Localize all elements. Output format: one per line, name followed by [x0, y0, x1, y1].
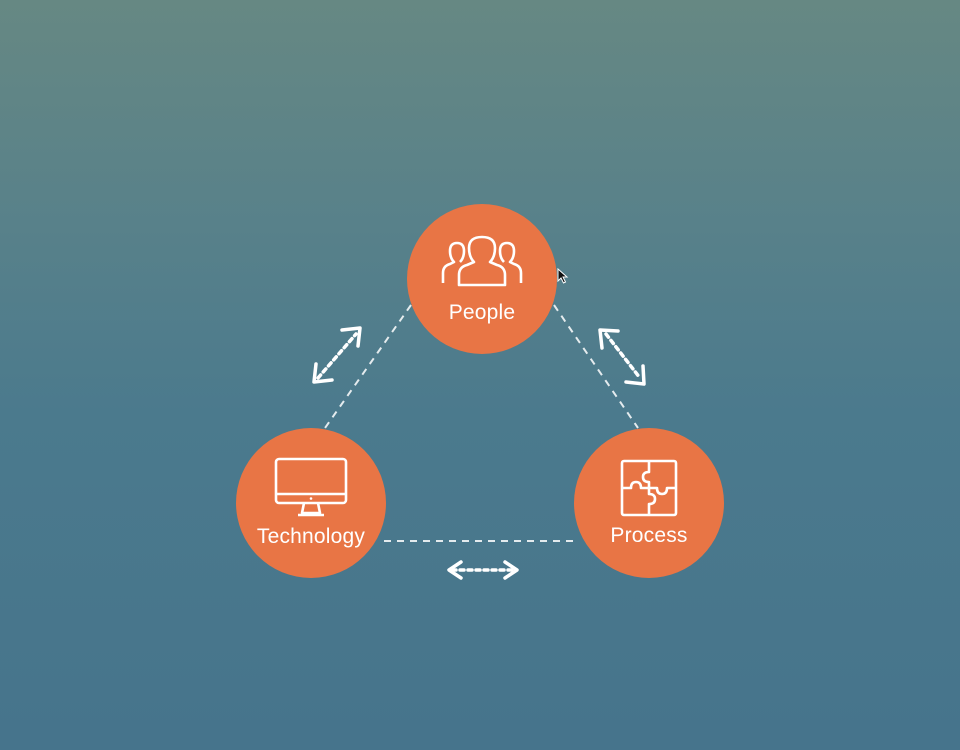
double-arrow-bottom-icon [447, 560, 519, 580]
mouse-cursor-icon [557, 268, 569, 284]
double-arrow-right-icon [598, 328, 646, 386]
node-process-label: Process [610, 524, 688, 547]
node-people: People [407, 204, 557, 354]
connector-people-technology [324, 304, 412, 429]
node-technology-label: Technology [256, 525, 366, 548]
puzzle-icon [620, 459, 678, 517]
node-process: Process [574, 428, 724, 578]
people-group-icon [441, 235, 523, 287]
node-people-label: People [448, 301, 516, 324]
connector-people-process [553, 304, 639, 429]
desktop-monitor-icon [274, 457, 348, 517]
node-technology: Technology [236, 428, 386, 578]
double-arrow-left-icon [312, 326, 362, 384]
